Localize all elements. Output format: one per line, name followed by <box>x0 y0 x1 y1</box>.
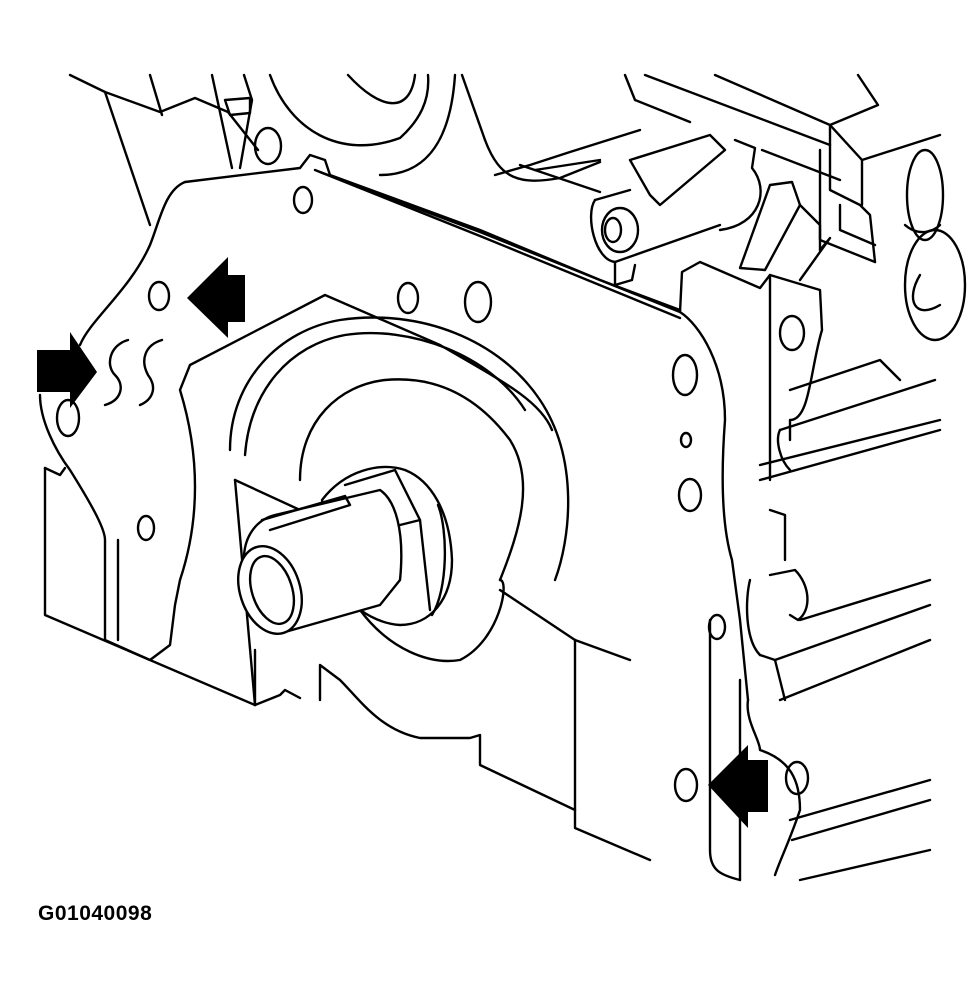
arrow-bottom-right <box>708 745 768 828</box>
right-block-details <box>745 358 942 882</box>
figure-label: G01040098 <box>38 902 153 925</box>
lower-engine-block <box>253 588 802 882</box>
crankshaft-seal-assembly <box>228 316 570 707</box>
arrow-left-mid <box>187 257 245 338</box>
engine-block-background <box>68 73 967 342</box>
arrow-left-upper <box>37 332 97 408</box>
sealant-marks <box>103 338 164 407</box>
seal-housing-plate <box>38 153 824 803</box>
